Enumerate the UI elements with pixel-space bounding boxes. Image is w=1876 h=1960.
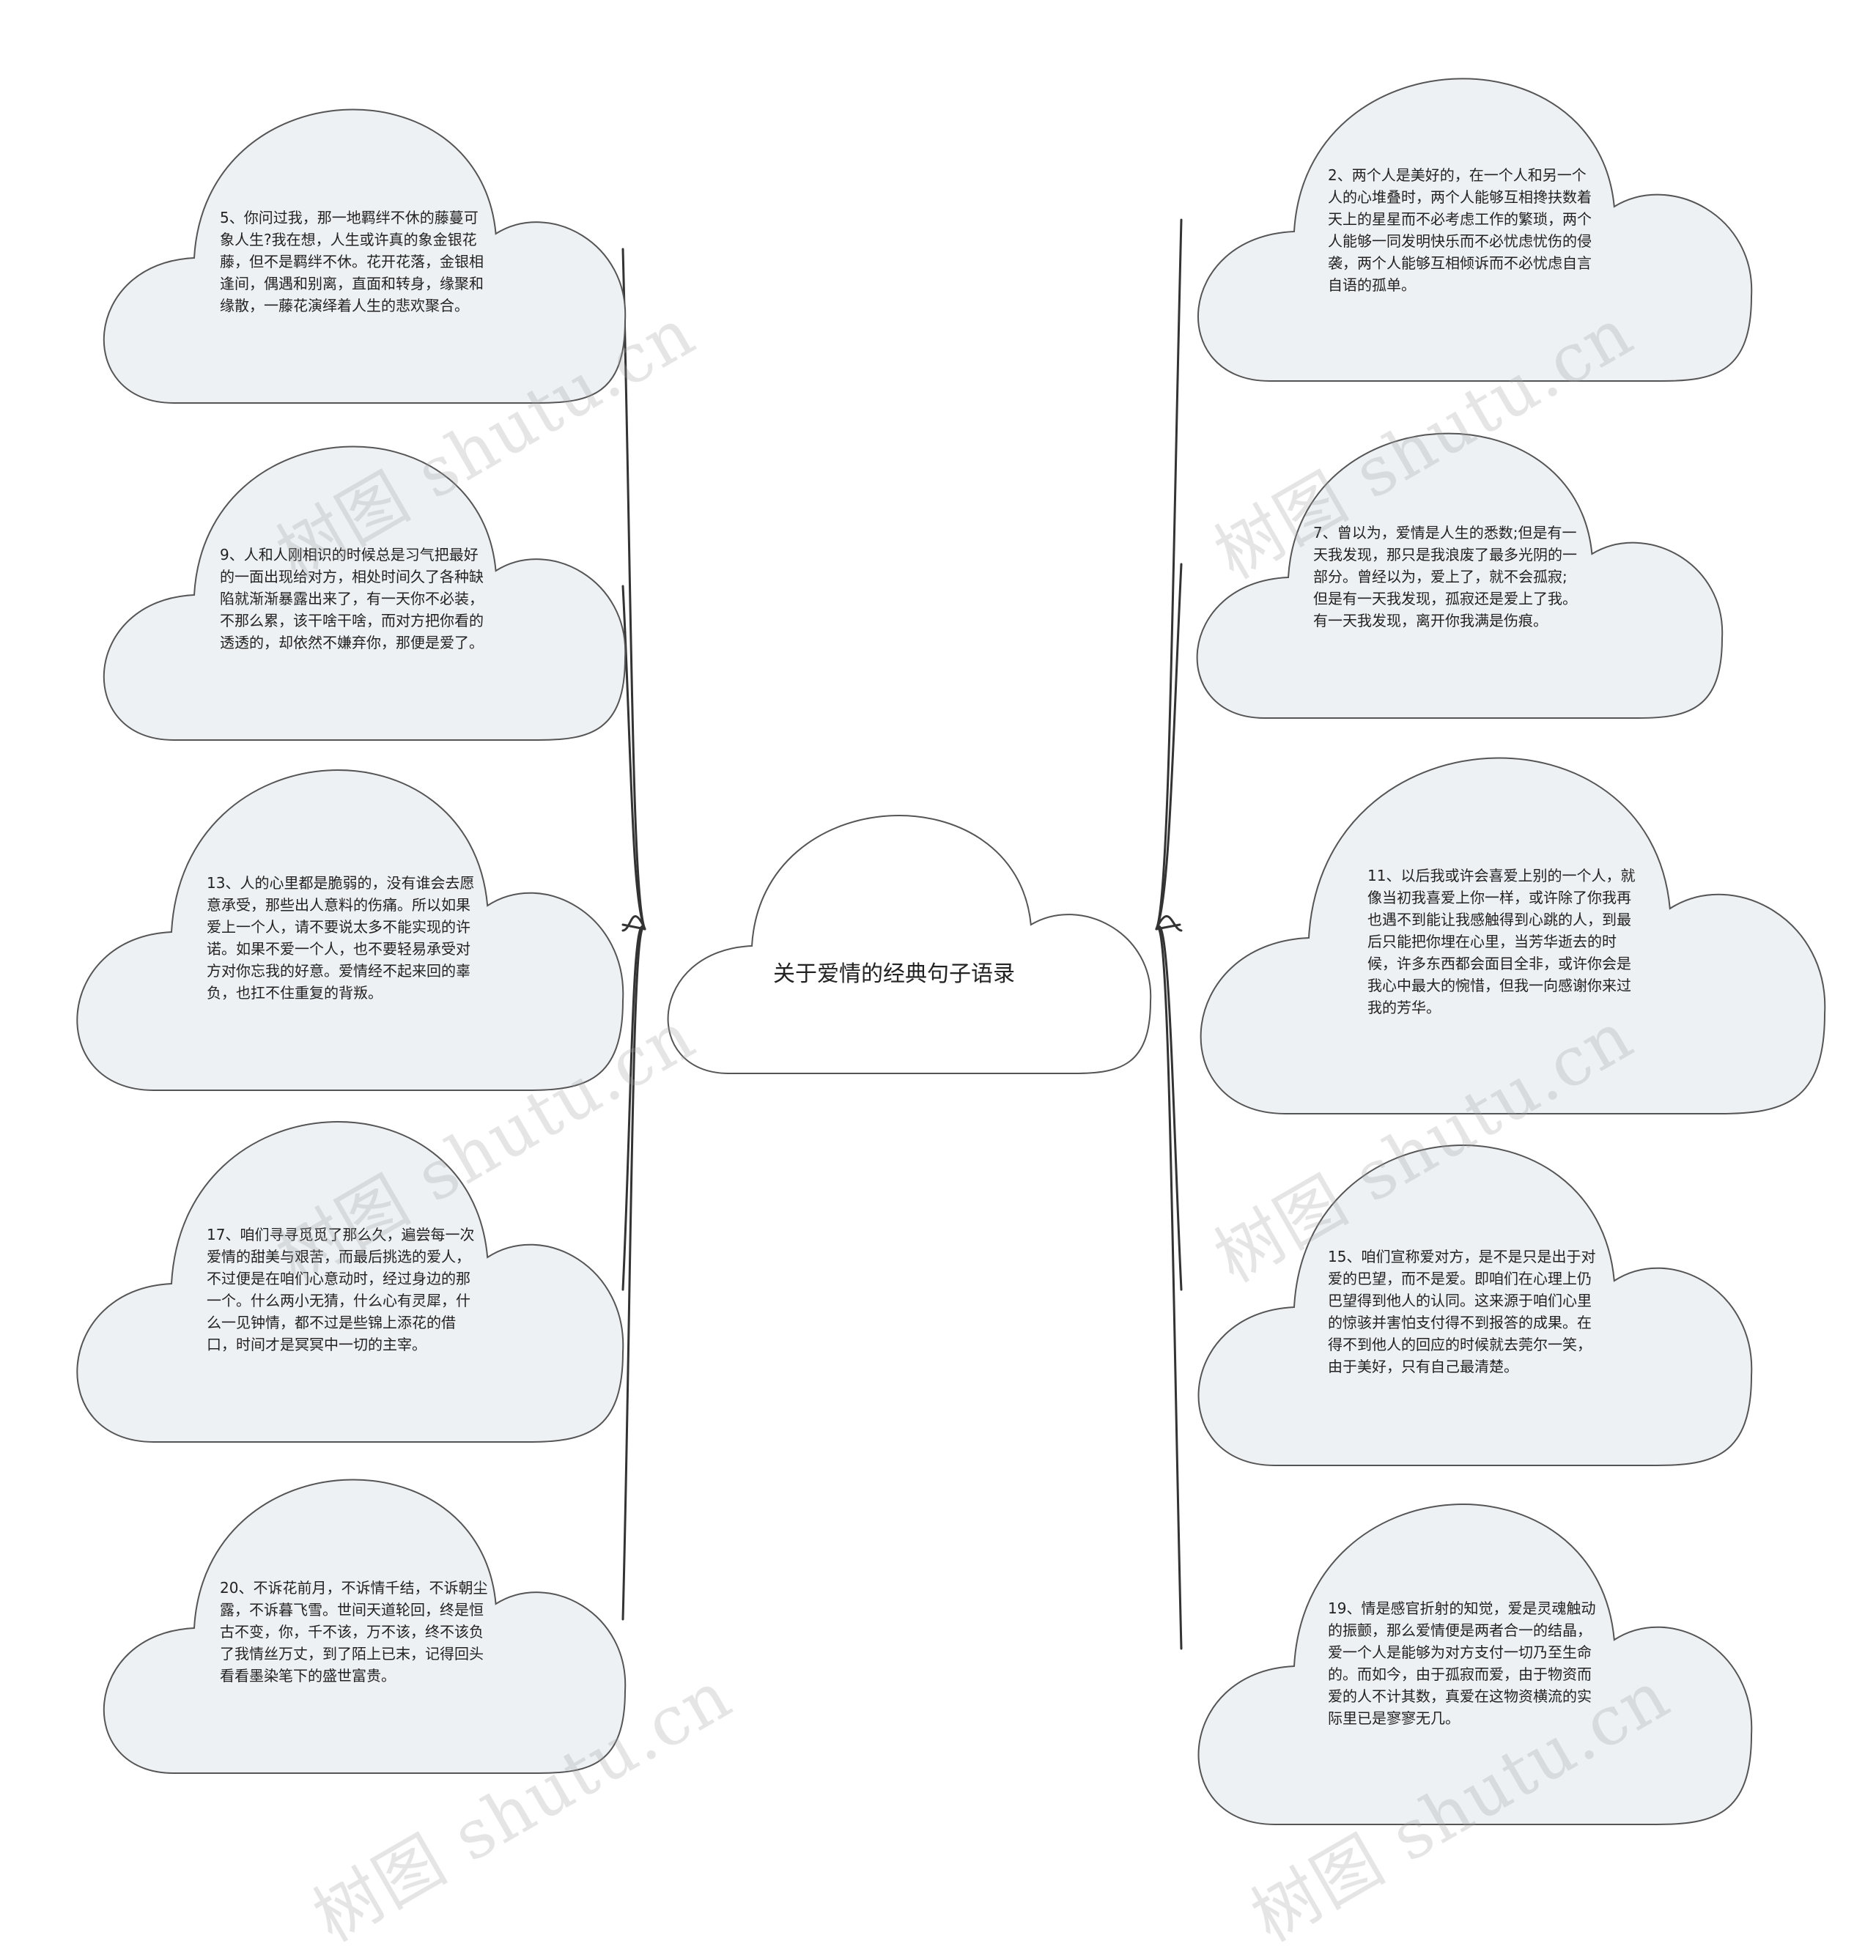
cloud-left-1 [103, 445, 627, 741]
connector-left-3 [621, 925, 646, 1291]
cloud-right-4 [1197, 1504, 1753, 1825]
cloud-shapes [76, 78, 1826, 1825]
cloud-right-0 [1197, 78, 1753, 382]
left-node-quote-17[interactable]: 17、咱们寻寻觅觅了那么久，遍尝每一次爱情的甜美与艰苦，而最后挑选的爱人，不过便… [207, 1226, 475, 1353]
central-topic[interactable]: 关于爱情的经典句子语录 [773, 961, 1015, 987]
right-node-quote-15[interactable]: 15、咱们宣称爱对方，是不是只是出于对爱的巴望，而不是爱。即咱们在心理上仍巴望得… [1328, 1248, 1596, 1375]
cloud-left-4 [103, 1479, 627, 1774]
connector-left-stub [621, 923, 646, 931]
left-node-quote-13[interactable]: 13、人的心里都是脆弱的，没有谁会去愿意承受，那些出人意料的伤痛。所以如果爱上一… [207, 874, 475, 1002]
cloud-right-3 [1197, 1144, 1753, 1466]
connector-right-4 [1155, 926, 1183, 1650]
right-node-quote-7[interactable]: 7、曾以为，爱情是人生的悉数;但是有一天我发现，那只是我浪废了最多光阴的一部分。… [1313, 524, 1577, 629]
connector-right-1 [1155, 563, 1183, 931]
connector-right-stub [1155, 923, 1181, 931]
cloud-right-2 [1200, 757, 1826, 1114]
cloud-left-2 [76, 769, 624, 1091]
connector-right-3 [1155, 925, 1183, 1291]
cloud-left-3 [76, 1121, 624, 1443]
connector-left-1 [621, 585, 646, 931]
connector-right-2 [1155, 915, 1183, 932]
connector-right-0 [1155, 218, 1183, 931]
right-node-quote-2[interactable]: 2、两个人是美好的，在一个人和另一个人的心堆叠时，两个人能够互相搀扶数着天上的星… [1328, 166, 1592, 294]
connector-left-2 [621, 915, 646, 932]
cloud-center [667, 815, 1152, 1074]
left-node-quote-5[interactable]: 5、你问过我，那一地羁绊不休的藤蔓可象人生?我在想，人生或许真的象金银花藤，但不… [220, 209, 484, 314]
connector-lines [621, 218, 1183, 1650]
right-node-quote-11[interactable]: 11、以后我或许会喜爱上别的一个人，就像当初我喜爱上你一样，或许除了你我再也遇不… [1367, 867, 1636, 1016]
cloud-right-1 [1196, 432, 1724, 719]
connector-left-4 [621, 926, 646, 1621]
left-node-quote-20[interactable]: 20、不诉花前月，不诉情千结，不诉朝尘露，不诉暮飞雪。世间天道轮回，终是恒古不变… [220, 1579, 488, 1685]
cloud-left-0 [103, 108, 627, 404]
connector-left-0 [621, 248, 646, 931]
right-node-quote-19[interactable]: 19、情是感官折射的知觉，爱是灵魂触动的振颤，那么爱情便是两者合一的结晶，爱一个… [1328, 1600, 1596, 1727]
left-node-quote-9[interactable]: 9、人和人刚相识的时候总是习气把最好的一面出现给对方，相处时间久了各种缺陷就渐渐… [220, 546, 484, 651]
mind-map-canvas [76, 78, 1826, 1825]
